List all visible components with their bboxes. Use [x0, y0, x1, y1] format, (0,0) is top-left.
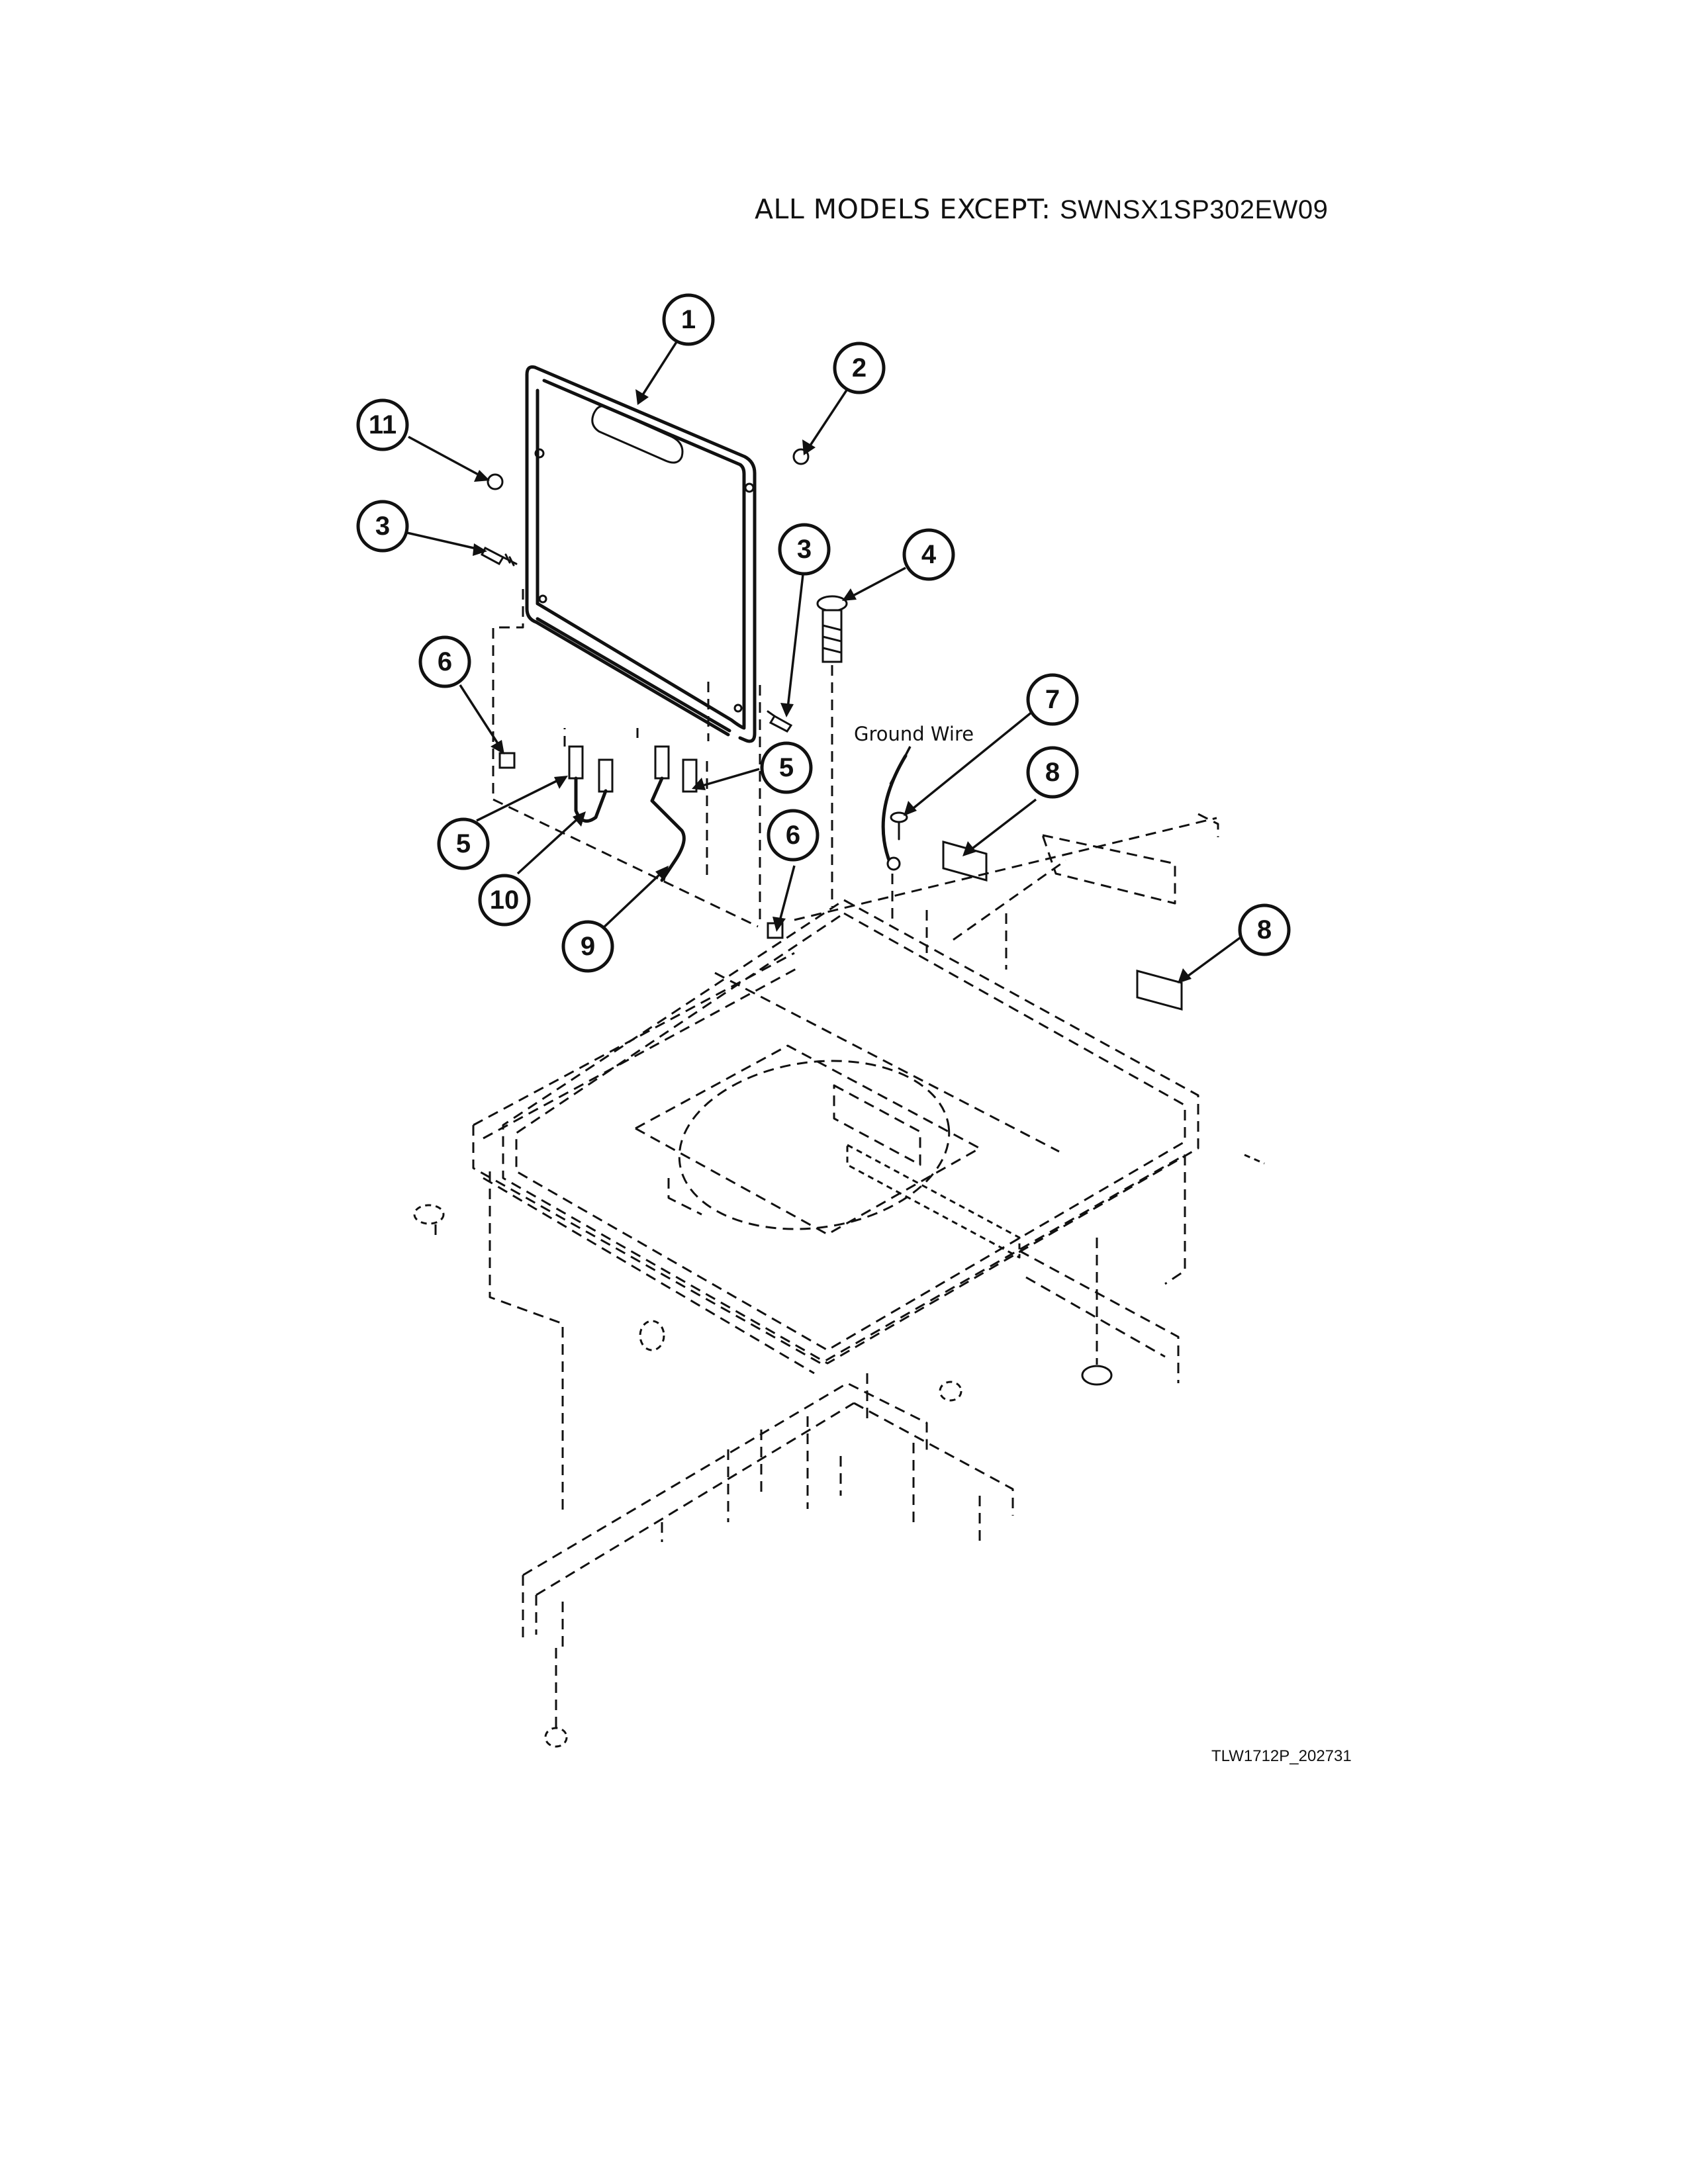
callout-9-number: 9 — [581, 932, 595, 961]
callout-1: 1 — [662, 293, 715, 346]
base-frame — [522, 1382, 1014, 1648]
callout-3-right-number: 3 — [797, 535, 812, 564]
callout-5-left: 5 — [437, 817, 490, 870]
callout-1-number: 1 — [681, 305, 696, 334]
screw-right — [767, 710, 793, 733]
callout-8-lower-number: 8 — [1257, 915, 1272, 944]
callout-5-left-number: 5 — [456, 829, 471, 858]
diagram-title: ALL MODELS EXCEPT: SWNSX1SP302EW09 — [755, 193, 1328, 225]
leader-lines — [406, 338, 1246, 983]
title-prefix: ALL MODELS EXCEPT: — [755, 193, 1051, 225]
callout-8-upper: 8 — [1026, 746, 1079, 799]
rod-long — [650, 776, 686, 882]
ground-wire-label: Ground Wire — [854, 723, 974, 745]
callout-2-number: 2 — [852, 353, 867, 383]
callout-8-upper-number: 8 — [1045, 758, 1060, 787]
leveling-feet — [413, 1204, 1113, 1748]
ground-wire-terminal — [886, 856, 901, 871]
cabinet-body — [489, 1155, 1186, 1516]
callout-2: 2 — [833, 341, 886, 394]
label-plate-lower — [1136, 970, 1183, 1011]
callout-3-left: 3 — [356, 500, 409, 553]
callout-4: 4 — [902, 528, 955, 581]
rear-rail — [794, 813, 1265, 1165]
console-frame — [525, 365, 757, 743]
reference-code: TLW1712P_202731 — [1211, 1747, 1352, 1765]
ground-wire — [881, 754, 908, 866]
callout-8-lower: 8 — [1238, 903, 1291, 956]
callout-3-left-number: 3 — [375, 512, 390, 541]
callout-10: 10 — [478, 874, 531, 927]
clip-upper — [498, 752, 516, 769]
bolt — [816, 595, 848, 663]
ground-screw — [890, 811, 908, 841]
callout-11: 11 — [356, 398, 409, 451]
screw-left — [481, 546, 518, 567]
callout-11-number: 11 — [369, 410, 397, 439]
callout-6-lower: 6 — [767, 809, 820, 862]
callout-7: 7 — [1026, 673, 1079, 726]
callout-10-number: 10 — [490, 886, 520, 915]
callout-9: 9 — [561, 920, 614, 973]
callout-6-upper-number: 6 — [438, 647, 452, 676]
callout-6-lower-number: 6 — [786, 821, 800, 850]
callout-6-upper: 6 — [418, 635, 471, 688]
callout-7-number: 7 — [1045, 685, 1060, 714]
rod-short — [574, 776, 608, 823]
callout-5-right-number: 5 — [779, 753, 794, 782]
cabinet-top — [472, 899, 1199, 1375]
callout-4-number: 4 — [921, 540, 937, 569]
hinge-left — [568, 745, 614, 793]
callout-3-right: 3 — [778, 523, 831, 576]
callout-5-right: 5 — [760, 741, 813, 794]
hinge-right — [654, 745, 698, 793]
title-model: SWNSX1SP302EW09 — [1059, 195, 1329, 224]
plug-left — [487, 473, 504, 490]
projection-lines — [492, 589, 1066, 970]
